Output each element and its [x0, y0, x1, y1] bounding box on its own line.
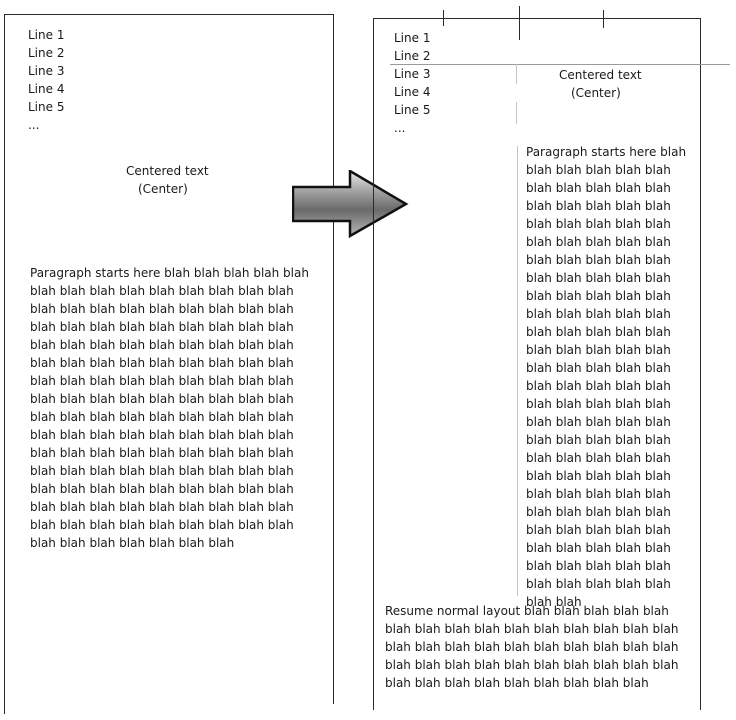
paragraph-line: blah blah blah blah blah blah blah blah … [385, 640, 679, 654]
right-page-right-edge [700, 18, 701, 710]
paragraph-line: blah blah blah blah blah [526, 235, 671, 249]
paragraph-line: blah blah blah blah blah [526, 433, 671, 447]
paragraph-line: blah blah blah blah blah [526, 487, 671, 501]
paragraph-line: blah blah blah blah blah blah blah blah … [30, 518, 294, 532]
ruler-tick-2 [519, 6, 520, 40]
paragraph-line: blah blah blah blah blah blah blah blah … [30, 320, 294, 334]
paragraph-line: blah blah blah blah blah [526, 523, 671, 537]
paragraph-line: blah blah blah blah blah [526, 577, 671, 591]
paragraph-line: blah blah blah blah blah [526, 199, 671, 213]
right-line-1: Line 1 [394, 31, 431, 45]
paragraph-line: blah blah blah blah blah [526, 559, 671, 573]
right-arrow-icon [292, 170, 409, 238]
paragraph-line: blah blah blah blah blah [526, 325, 671, 339]
right-centered-text: Centered text [559, 68, 642, 82]
paragraph-line: blah blah blah blah blah blah blah blah … [30, 482, 294, 496]
right-line-3: Line 3 [394, 67, 431, 81]
paragraph-line: blah blah blah blah blah [526, 307, 671, 321]
left-page-left-edge [4, 14, 5, 714]
paragraph-line: blah blah blah blah blah blah blah blah … [385, 622, 679, 636]
paragraph-line: blah blah blah blah blah blah blah [30, 536, 235, 550]
paragraph-line: blah blah blah blah blah blah blah blah … [385, 676, 649, 690]
paragraph-line: blah blah blah blah blah blah blah blah … [30, 392, 294, 406]
left-line-3: Line 3 [28, 64, 65, 78]
paragraph-line: blah blah blah blah blah [526, 217, 671, 231]
paragraph-line: blah blah blah blah blah blah blah blah … [30, 302, 294, 316]
paragraph-line: blah blah blah blah blah blah blah blah … [30, 284, 294, 298]
left-line-5: Line 5 [28, 100, 65, 114]
paragraph-line: blah blah blah blah blah [526, 451, 671, 465]
paragraph-line: blah blah blah blah blah blah blah blah … [30, 446, 294, 460]
section-break-line [390, 64, 730, 65]
right-page-left-edge [373, 18, 374, 710]
paragraph-line: blah blah blah blah blah [526, 343, 671, 357]
left-centered-text: Centered text [126, 164, 209, 178]
paragraph-line: Resume normal layout blah blah blah blah… [385, 604, 669, 618]
paragraph-line: blah blah blah blah blah blah blah blah … [30, 500, 294, 514]
paragraph-line: blah blah blah blah blah [526, 541, 671, 555]
paragraph-line: blah blah blah blah blah blah blah blah … [30, 338, 294, 352]
paragraph-line: Paragraph starts here blah blah blah bla… [30, 266, 309, 280]
right-page-top-edge [373, 18, 701, 19]
left-line-1: Line 1 [28, 28, 65, 42]
paragraph-line: blah blah [526, 595, 582, 609]
paragraph-line: blah blah blah blah blah [526, 181, 671, 195]
paragraph-line: blah blah blah blah blah blah blah blah … [30, 464, 294, 478]
paragraph-line: blah blah blah blah blah blah blah blah … [385, 658, 679, 672]
left-line-2: Line 2 [28, 46, 65, 60]
paragraph-line: blah blah blah blah blah blah blah blah … [30, 410, 294, 424]
resume-paragraph: Resume normal layout blah blah blah blah… [385, 602, 678, 692]
column-divider-mid [516, 102, 517, 124]
right-line-2: Line 2 [394, 49, 431, 63]
paragraph-line: blah blah blah blah blah [526, 379, 671, 393]
ruler-tick-1 [443, 10, 444, 26]
left-centered-label: (Center) [138, 182, 188, 196]
paragraph-line: blah blah blah blah blah [526, 469, 671, 483]
paragraph-line: blah blah blah blah blah [526, 253, 671, 267]
right-line-5: Line 5 [394, 103, 431, 117]
left-paragraph: Paragraph starts here blah blah blah bla… [30, 264, 309, 552]
left-line-4: Line 4 [28, 82, 65, 96]
paragraph-line: blah blah blah blah blah [526, 271, 671, 285]
paragraph-line: blah blah blah blah blah [526, 361, 671, 375]
paragraph-line: blah blah blah blah blah [526, 397, 671, 411]
paragraph-line: blah blah blah blah blah blah blah blah … [30, 428, 294, 442]
paragraph-line: blah blah blah blah blah blah blah blah … [30, 374, 294, 388]
column-divider-top [516, 64, 517, 84]
right-column-paragraph: Paragraph starts here blah blah blah blah… [526, 143, 686, 611]
paragraph-line: blah blah blah blah blah [526, 505, 671, 519]
left-ellipsis: ... [28, 118, 40, 132]
left-page-top-edge [4, 14, 334, 15]
right-line-4: Line 4 [394, 85, 431, 99]
left-page-right-edge [333, 14, 334, 704]
paragraph-line: blah blah blah blah blah [526, 289, 671, 303]
paragraph-line: blah blah blah blah blah [526, 163, 671, 177]
ruler-tick-3 [603, 10, 604, 28]
paragraph-line: blah blah blah blah blah [526, 415, 671, 429]
right-centered-label: (Center) [571, 86, 621, 100]
paragraph-line: Paragraph starts here blah [526, 145, 687, 159]
right-ellipsis: ... [394, 121, 406, 135]
paragraph-line: blah blah blah blah blah blah blah blah … [30, 356, 294, 370]
column-divider [517, 146, 518, 596]
